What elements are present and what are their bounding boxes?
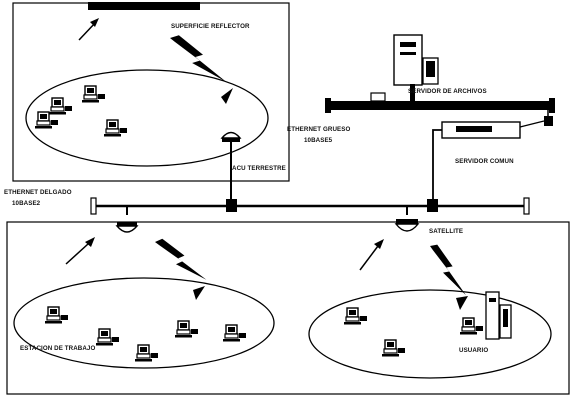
- workstations-label: ESTACION DE TRABAJO: [20, 345, 95, 352]
- user-label: USUARIO: [459, 347, 488, 354]
- workstation-uplink-arrow: [65, 243, 89, 265]
- thick-ethernet-label: ETHERNET GRUESO: [287, 126, 350, 133]
- satellite-uplink-arrow: [359, 245, 379, 271]
- backbone-zone: SERVIDOR DE ARCHIVOS ETHERNET GRUESO 10B…: [287, 34, 555, 203]
- user-workstation-icon: [459, 317, 484, 336]
- ground-antenna-icon: [221, 131, 241, 143]
- comm-server-drop: [432, 129, 442, 203]
- workstation-icon: [95, 328, 120, 347]
- workstation-lan-ellipse: [13, 277, 275, 369]
- workstation-icon: [381, 339, 406, 358]
- workstation-icon: [222, 324, 247, 343]
- uplink-arrow-head: [90, 18, 99, 27]
- satellite-lan-ellipse: [308, 289, 552, 379]
- satellite-label: SATELLITE: [429, 228, 463, 235]
- satellite-antenna-icon: [394, 219, 420, 232]
- wireless-link-icon: [170, 27, 227, 93]
- thin-ethernet-type: 10BASE2: [12, 200, 41, 207]
- workstation-antenna-icon: [115, 222, 139, 233]
- workstation-icon: [174, 320, 199, 339]
- workstation-icon: [343, 307, 368, 326]
- reflector-label: SUPERFICIE REFLECTOR: [171, 23, 250, 30]
- lower-zone-frame: [6, 221, 570, 395]
- workstation-icon: [81, 85, 106, 104]
- lower-zone: ESTACION DE TRABAJO SATELLITE USUARIO: [6, 219, 570, 395]
- thin-ethernet-zone: ETHERNET DELGADO 10BASE2: [4, 189, 530, 215]
- user-server-icon: [485, 291, 500, 340]
- wireless-arrow-head: [221, 88, 233, 104]
- comm-server-label: SERVIDOR COMUN: [455, 158, 514, 165]
- file-server-label: SERVIDOR DE ARCHIVOS: [408, 88, 487, 95]
- workstation-icon: [134, 344, 159, 363]
- reflector-zone: SUPERFICIE REFLECTOR ACU TERRESTRE: [12, 2, 290, 203]
- terrestrial-label: ACU TERRESTRE: [232, 165, 286, 172]
- reflector-lan-ellipse: [25, 69, 269, 167]
- workstation-icon: [44, 306, 69, 325]
- thick-ethernet-type: 10BASE5: [304, 137, 333, 144]
- workstation-icon: [103, 119, 128, 138]
- workstation-icon: [48, 97, 73, 116]
- thick-ethernet-bus: [331, 101, 549, 110]
- thin-ethernet-label: ETHERNET DELGADO: [4, 189, 72, 196]
- reflector-surface: [88, 2, 200, 10]
